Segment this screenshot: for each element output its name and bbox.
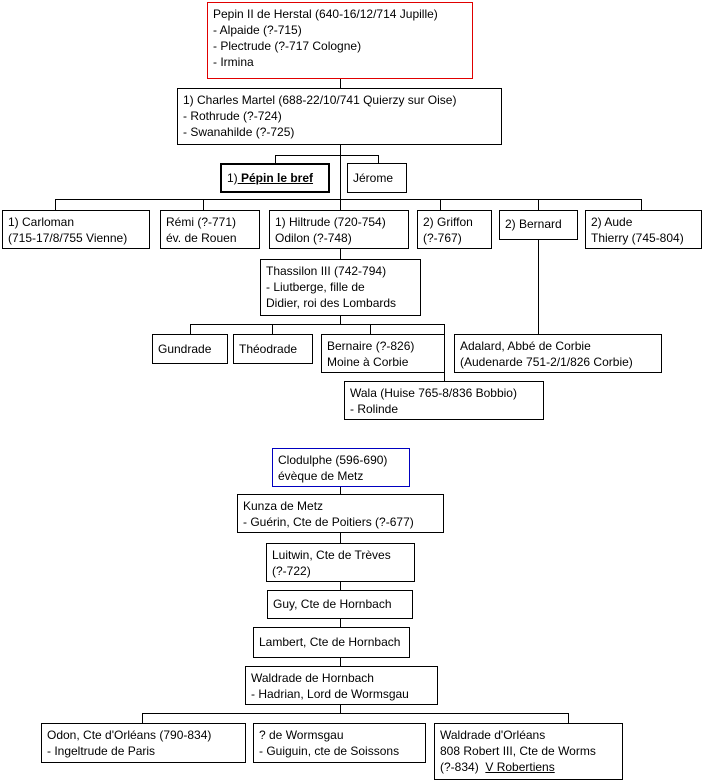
person-box-pepin-le-bref: 1) Pépin le bref bbox=[220, 163, 330, 193]
person-name: Pépin le bref bbox=[237, 171, 314, 185]
spouse-line: - Alpaide (?-715) bbox=[213, 23, 302, 37]
spouse-dates: (?-834) bbox=[440, 760, 479, 774]
person-name: 1) Hiltrude (720-754) bbox=[275, 215, 386, 229]
person-dates: (?-722) bbox=[272, 564, 311, 578]
spouse-line: 808 Robert III, Cte de Worms bbox=[440, 744, 596, 758]
person-name: Wala (Huise 765-8/836 Bobbio) bbox=[350, 386, 517, 400]
person-box-thassilon-iii: Thassilon III (742-794) - Liutberge, fil… bbox=[260, 259, 421, 316]
robertiens-link[interactable]: V Robertiens bbox=[485, 760, 555, 774]
person-box-wala: Wala (Huise 765-8/836 Bobbio) - Rolinde bbox=[344, 381, 544, 420]
person-name: Théodrade bbox=[239, 342, 298, 356]
spouse-line: - Guérin, Cte de Poitiers (?-677) bbox=[243, 515, 414, 529]
spouse-line: Didier, roi des Lombards bbox=[266, 296, 397, 310]
person-box-waldrade-d-orleans: Waldrade d'Orléans 808 Robert III, Cte d… bbox=[434, 723, 623, 780]
person-box-remi: Rémi (?-771) év. de Rouen bbox=[160, 210, 260, 249]
person-order: 1) bbox=[227, 171, 238, 185]
person-name: Kunza de Metz bbox=[243, 499, 324, 513]
spouse-line: - Guiguin, cte de Soissons bbox=[259, 744, 400, 758]
spouse-line: - Irmina bbox=[213, 55, 254, 69]
person-box-adalard: Adalard, Abbé de Corbie (Audenarde 751-2… bbox=[454, 334, 662, 373]
person-box-bernard: 2) Bernard bbox=[499, 210, 578, 240]
person-box-griffon: 2) Griffon (?-767) bbox=[417, 210, 492, 249]
spouse-line: - Swanahilde (?-725) bbox=[183, 125, 295, 139]
person-name: Waldrade de Hornbach bbox=[251, 671, 374, 685]
person-box-jerome: Jérome bbox=[347, 163, 407, 193]
person-box-gundrade: Gundrade bbox=[152, 334, 228, 364]
person-box-hiltrude: 1) Hiltrude (720-754) Odilon (?-748) bbox=[269, 210, 409, 249]
person-name: 2) Aude bbox=[591, 215, 633, 229]
person-box-kunza-de-metz: Kunza de Metz - Guérin, Cte de Poitiers … bbox=[237, 494, 444, 533]
spouse-line: - Liutberge, fille de bbox=[266, 280, 365, 294]
spouse-line: - Ingeltrude de Paris bbox=[47, 744, 156, 758]
person-name: 2) Griffon bbox=[423, 215, 473, 229]
spouse-line: - Hadrian, Lord de Wormsgau bbox=[251, 687, 409, 701]
person-title: Moine à Corbie bbox=[327, 355, 409, 369]
person-name: 2) Bernard bbox=[505, 217, 562, 231]
person-name: Waldrade d'Orléans bbox=[440, 728, 546, 742]
spouse-line: - Plectrude (?-717 Cologne) bbox=[213, 39, 362, 53]
person-dates: (715-17/8/755 Vienne) bbox=[8, 231, 128, 245]
person-box-odon: Odon, Cte d'Orléans (790-834) - Ingeltru… bbox=[41, 723, 246, 763]
person-title: év. de Rouen bbox=[166, 231, 237, 245]
person-box-waldrade-de-hornbach: Waldrade de Hornbach - Hadrian, Lord de … bbox=[245, 666, 438, 705]
person-name: 1) Carloman bbox=[8, 215, 75, 229]
spouse-line: Odilon (?-748) bbox=[275, 231, 352, 245]
person-name: Luitwin, Cte de Trèves bbox=[272, 548, 391, 562]
person-box-aude: 2) Aude Thierry (745-804) bbox=[585, 210, 702, 249]
person-name: Rémi (?-771) bbox=[166, 215, 237, 229]
person-box-theodrade: Théodrade bbox=[233, 334, 313, 364]
person-name: 1) Charles Martel (688-22/10/741 Quierzy… bbox=[183, 93, 457, 107]
person-name: Adalard, Abbé de Corbie bbox=[460, 339, 591, 353]
person-name: ? de Wormsgau bbox=[259, 728, 344, 742]
person-name: Odon, Cte d'Orléans (790-834) bbox=[47, 728, 212, 742]
person-name: Gundrade bbox=[158, 342, 212, 356]
person-name: Bernaire (?-826) bbox=[327, 339, 415, 353]
person-box-guy: Guy, Cte de Hornbach bbox=[267, 590, 413, 619]
person-name: Jérome bbox=[353, 171, 394, 185]
spouse-line: - Rolinde bbox=[350, 402, 399, 416]
person-box-luitwin: Luitwin, Cte de Trèves (?-722) bbox=[266, 543, 415, 582]
person-name: Clodulphe (596-690) bbox=[278, 453, 388, 467]
person-box-carloman: 1) Carloman (715-17/8/755 Vienne) bbox=[2, 210, 150, 249]
person-name: Thassilon III (742-794) bbox=[266, 264, 387, 278]
person-name: Pepin II de Herstal (640-16/12/714 Jupil… bbox=[213, 7, 438, 21]
person-box-pepin-ii-de-herstal: Pepin II de Herstal (640-16/12/714 Jupil… bbox=[207, 2, 473, 79]
spouse-dates-line: (?-834) V Robertiens bbox=[440, 759, 617, 775]
person-name: Guy, Cte de Hornbach bbox=[273, 597, 392, 611]
person-box-charles-martel: 1) Charles Martel (688-22/10/741 Quierzy… bbox=[177, 88, 502, 145]
spouse-line: - Rothrude (?-724) bbox=[183, 109, 282, 123]
person-name: Lambert, Cte de Hornbach bbox=[259, 635, 401, 649]
spouse-line: Thierry (745-804) bbox=[591, 231, 684, 245]
person-title: évèque de Metz bbox=[278, 469, 364, 483]
person-dates: (?-767) bbox=[423, 231, 462, 245]
person-box-clodulphe: Clodulphe (596-690) évèque de Metz bbox=[272, 448, 410, 487]
person-box-lambert: Lambert, Cte de Hornbach bbox=[253, 627, 410, 658]
person-box-bernaire: Bernaire (?-826) Moine à Corbie bbox=[321, 334, 445, 373]
person-dates: (Audenarde 751-2/1/826 Corbie) bbox=[460, 355, 633, 369]
person-box-wormsgau: ? de Wormsgau - Guiguin, cte de Soissons bbox=[253, 723, 426, 763]
